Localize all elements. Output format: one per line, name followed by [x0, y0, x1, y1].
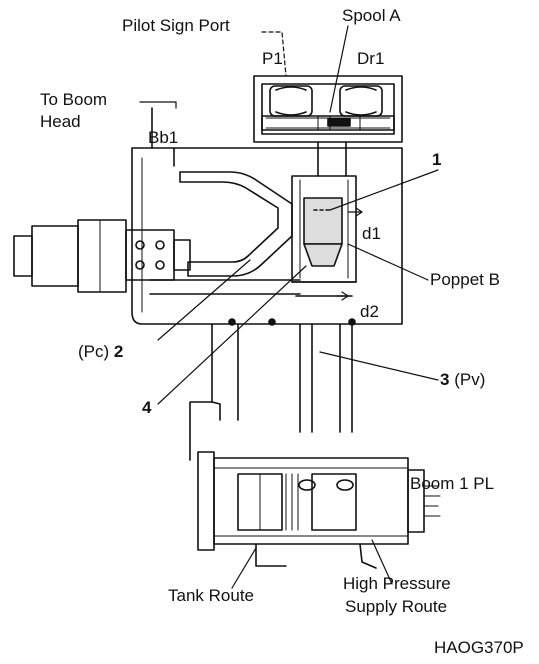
d2-label: d2 — [360, 302, 379, 321]
to-boom-label: To Boom — [40, 90, 108, 109]
left-solenoid — [13, 219, 191, 293]
poppet-b-label: Poppet B — [430, 270, 500, 289]
callout-2: 2 — [113, 342, 124, 361]
boom-1-pl-label: Boom 1 PL — [410, 474, 495, 493]
pv-label: 3 (Pv) — [440, 370, 485, 390]
head-label: Head — [40, 112, 81, 131]
p1-label: P1 — [262, 49, 283, 68]
main-spool — [197, 451, 441, 569]
spool-a-label: Spool A — [342, 6, 401, 25]
pilot-housing — [253, 75, 403, 177]
dr1-label: Dr1 — [357, 49, 385, 68]
bb1-label: Bb1 — [148, 128, 179, 147]
pc-prefix: (Pc) — [78, 342, 110, 361]
callout-1: 1 — [432, 150, 442, 169]
poppet-assembly — [291, 175, 363, 301]
supply-route-label: Supply Route — [345, 597, 448, 616]
connection-block — [189, 323, 353, 461]
leader-lines — [139, 25, 439, 589]
callout-3: 3 — [440, 370, 450, 389]
valve-body — [131, 107, 403, 326]
pc-label: (Pc) 2 — [78, 342, 123, 362]
high-pressure-label: High Pressure — [343, 574, 451, 593]
tank-route-label: Tank Route — [168, 586, 254, 605]
callout-4: 4 — [142, 398, 152, 417]
figure-code: HAOG370P — [434, 638, 524, 657]
pilot-sign-port-label: Pilot Sign Port — [122, 16, 230, 35]
pv-suffix: (Pv) — [454, 370, 486, 389]
d1-label: d1 — [362, 224, 381, 243]
